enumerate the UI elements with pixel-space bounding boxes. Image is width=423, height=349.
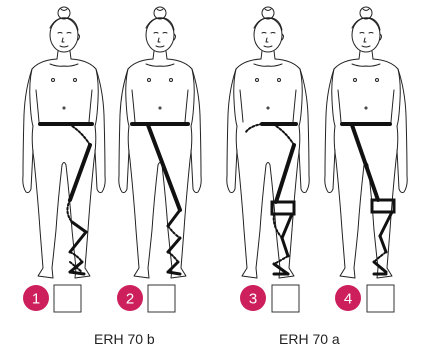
strap-pattern-4 (342, 124, 394, 274)
checkbox-3[interactable] (272, 285, 299, 312)
strap-pattern-2 (132, 124, 188, 274)
figure-3 (227, 7, 309, 278)
checkbox-1[interactable] (54, 285, 81, 312)
option-2[interactable]: 2 (117, 285, 175, 312)
strap-pattern-3 (246, 124, 296, 274)
group-label-erh-70-b: ERH 70 b (94, 331, 155, 347)
group-label-erh-70-a: ERH 70 a (279, 331, 340, 347)
figure-4 (325, 7, 407, 278)
figure-2 (119, 7, 201, 278)
option-1[interactable]: 1 (23, 285, 81, 312)
option-4[interactable]: 4 (335, 285, 394, 312)
number-badge-3-text: 3 (249, 291, 257, 308)
checkbox-2[interactable] (148, 285, 175, 312)
figure-1 (23, 7, 105, 278)
strap-pattern-1 (40, 124, 92, 274)
number-badge-4-text: 4 (344, 291, 352, 308)
checkbox-4[interactable] (367, 285, 394, 312)
number-badge-2-text: 2 (126, 291, 134, 308)
number-badge-1-text: 1 (32, 291, 40, 308)
option-3[interactable]: 3 (240, 285, 299, 312)
